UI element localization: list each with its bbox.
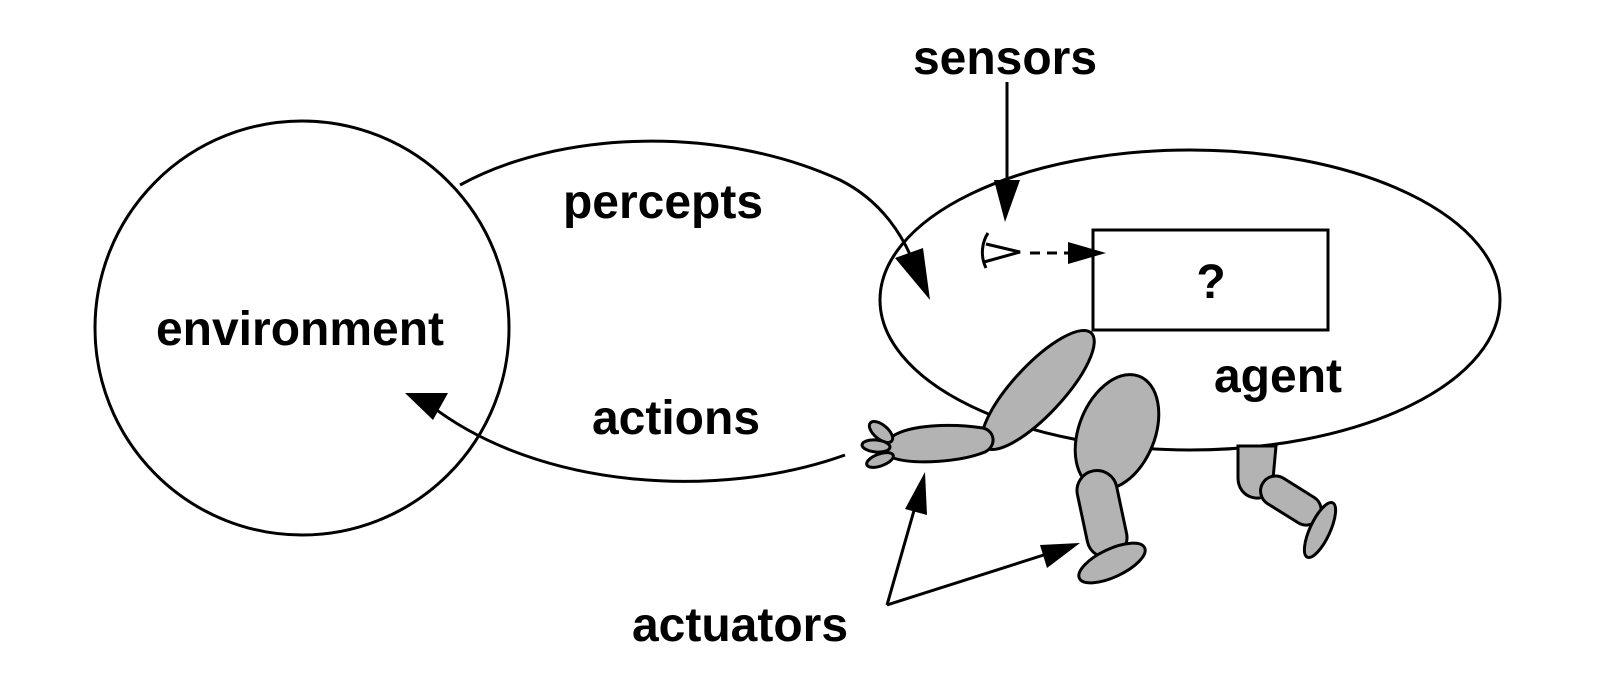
finger-3 [865,451,895,469]
percepts-label: percepts [563,176,763,229]
actuators-pointer-arm-arrowhead [905,472,927,515]
front-leg [1073,373,1161,585]
actuators-label: actuators [632,599,848,652]
environment-circle [93,119,511,537]
agent-ellipse [878,148,1502,452]
sensor-to-program-arrowhead [1068,242,1106,264]
actuators-pointer-leg [886,551,1051,607]
eye-icon [980,232,1021,269]
agent-program-box [1091,228,1330,332]
environment-label: environment [156,303,444,356]
front-foot [1077,541,1147,585]
agent-program-label: ? [1196,256,1225,309]
sensors-pointer-arrowhead [994,180,1020,222]
finger-2 [860,438,892,454]
arm-and-legs-icon [860,328,1338,585]
actions-arrowhead [405,393,448,420]
finger-1 [867,420,895,444]
rear-leg [1236,444,1338,560]
rear-foot [1302,500,1338,560]
percepts-arrowhead [895,248,930,300]
actuators-pointer-leg-arrowhead [1040,543,1080,568]
arm [860,328,1096,469]
sensors-label: sensors [913,32,1097,85]
forearm [883,423,995,464]
percepts-arrow [459,139,920,276]
actions-label: actions [592,392,760,445]
actuators-pointer-arm [885,499,919,606]
agent-label: agent [1214,350,1342,403]
